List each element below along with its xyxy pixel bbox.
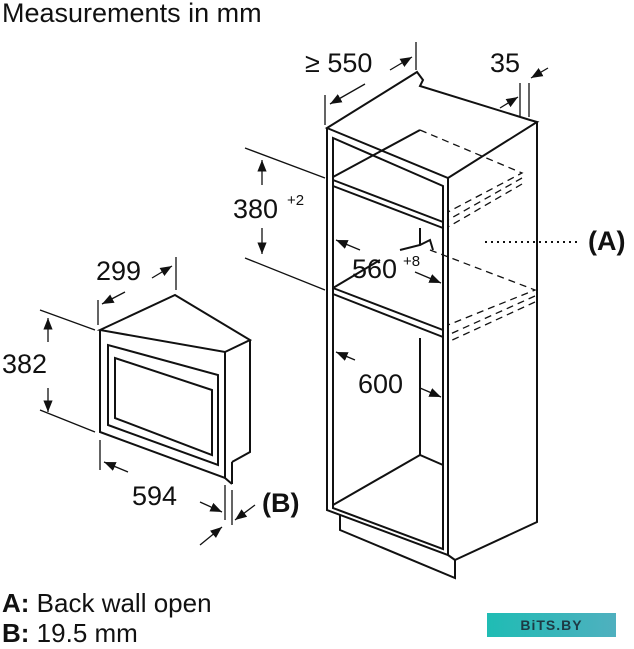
dim-arrow-299: [101, 291, 126, 305]
dim-arrow-594: [103, 461, 129, 473]
watermark-logo: BiTS.BY: [487, 613, 616, 637]
label-niche-height: 380: [233, 194, 278, 224]
legend-a: A: Back wall open: [2, 588, 212, 619]
dim-arrow-b: [199, 526, 223, 546]
label-appliance-height: 382: [2, 349, 47, 379]
label-cabinet-offset: 35: [490, 48, 520, 78]
legend-text: 19.5 mm: [36, 618, 138, 648]
label-niche-width-tol: +8: [403, 253, 420, 270]
dim-arrow-550: [329, 83, 366, 105]
label-appliance-depth: 299: [96, 256, 141, 286]
legend-key: B:: [2, 618, 30, 648]
label-niche-height-tol: +2: [287, 192, 304, 209]
legend-b: B: 19.5 mm: [2, 618, 138, 649]
hidden-lines: [419, 129, 537, 343]
label-niche-width: 560: [352, 254, 397, 284]
page-title: Measurements in mm: [2, 0, 262, 28]
label-appliance-width: 594: [132, 481, 177, 511]
label-marker-a: (A): [588, 226, 625, 256]
tall-cabinet: [324, 70, 540, 580]
dim-arrow-560: [335, 239, 361, 251]
dim-arrow-35: [499, 96, 519, 109]
legend-text: Back wall open: [36, 588, 212, 618]
microwave: [96, 293, 253, 485]
label-cabinet-width: 600: [358, 369, 403, 399]
label-cabinet-depth: ≥ 550: [305, 48, 372, 78]
legend-key: A:: [2, 588, 30, 618]
label-marker-b: (B): [262, 488, 299, 518]
dim-arrow-600: [335, 351, 356, 361]
